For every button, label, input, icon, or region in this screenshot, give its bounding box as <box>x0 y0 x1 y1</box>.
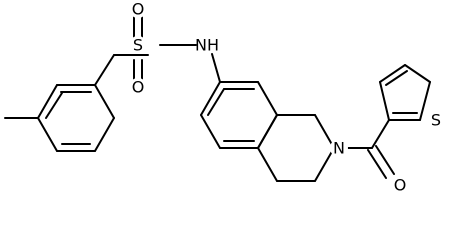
sulfonyl-oxygen-bottom-label-backdrop <box>129 78 147 96</box>
bond-25 <box>379 81 390 121</box>
carbonyl-thiophene-bond <box>371 119 390 149</box>
carbonyl-double-2 <box>375 145 395 175</box>
bond-27 <box>404 64 431 83</box>
bond-18 <box>314 114 335 149</box>
amide-nh-label: NH <box>195 36 219 55</box>
nh-aryl-bond <box>211 53 221 83</box>
aryl-double-3 <box>207 88 225 116</box>
bond-16 <box>200 81 221 116</box>
bond-22 <box>314 147 335 182</box>
bond-1 <box>37 84 58 119</box>
ring-nitrogen-label-backdrop <box>330 139 348 157</box>
thiophene-sulfur-label-backdrop <box>427 111 445 129</box>
carbonyl-oxygen-label-backdrop <box>391 176 409 194</box>
carbonyl-oxygen-label: O <box>394 176 407 195</box>
benzyl-ch2-bond <box>94 54 115 86</box>
bond-12 <box>257 81 278 116</box>
bond-3 <box>94 84 115 119</box>
sulfonyl-oxygen-bottom-label: O <box>132 78 145 97</box>
ring-nitrogen-label: N <box>333 139 345 158</box>
bond-4 <box>94 117 115 152</box>
bond-20 <box>257 147 278 182</box>
bond-15 <box>200 114 221 149</box>
sulfonyl-sulfur-label-backdrop <box>129 36 147 54</box>
bond-26 <box>379 64 406 83</box>
bond-6 <box>37 117 58 152</box>
bond-19 <box>257 114 278 149</box>
sulfonyl-oxygen-top-label: O <box>132 0 145 19</box>
amide-nh-label-backdrop <box>198 36 216 54</box>
toluene-double-3 <box>45 92 63 119</box>
bond-28 <box>419 81 431 121</box>
sulfonyl-sulfur-label: S <box>133 36 143 55</box>
thiophene-double-1 <box>385 70 408 86</box>
carbonyl-double-1 <box>367 149 387 179</box>
bond-layer <box>4 15 431 182</box>
sulfonyl-oxygen-top-label-backdrop <box>129 0 147 18</box>
thiophene-sulfur-label: S <box>431 111 441 130</box>
